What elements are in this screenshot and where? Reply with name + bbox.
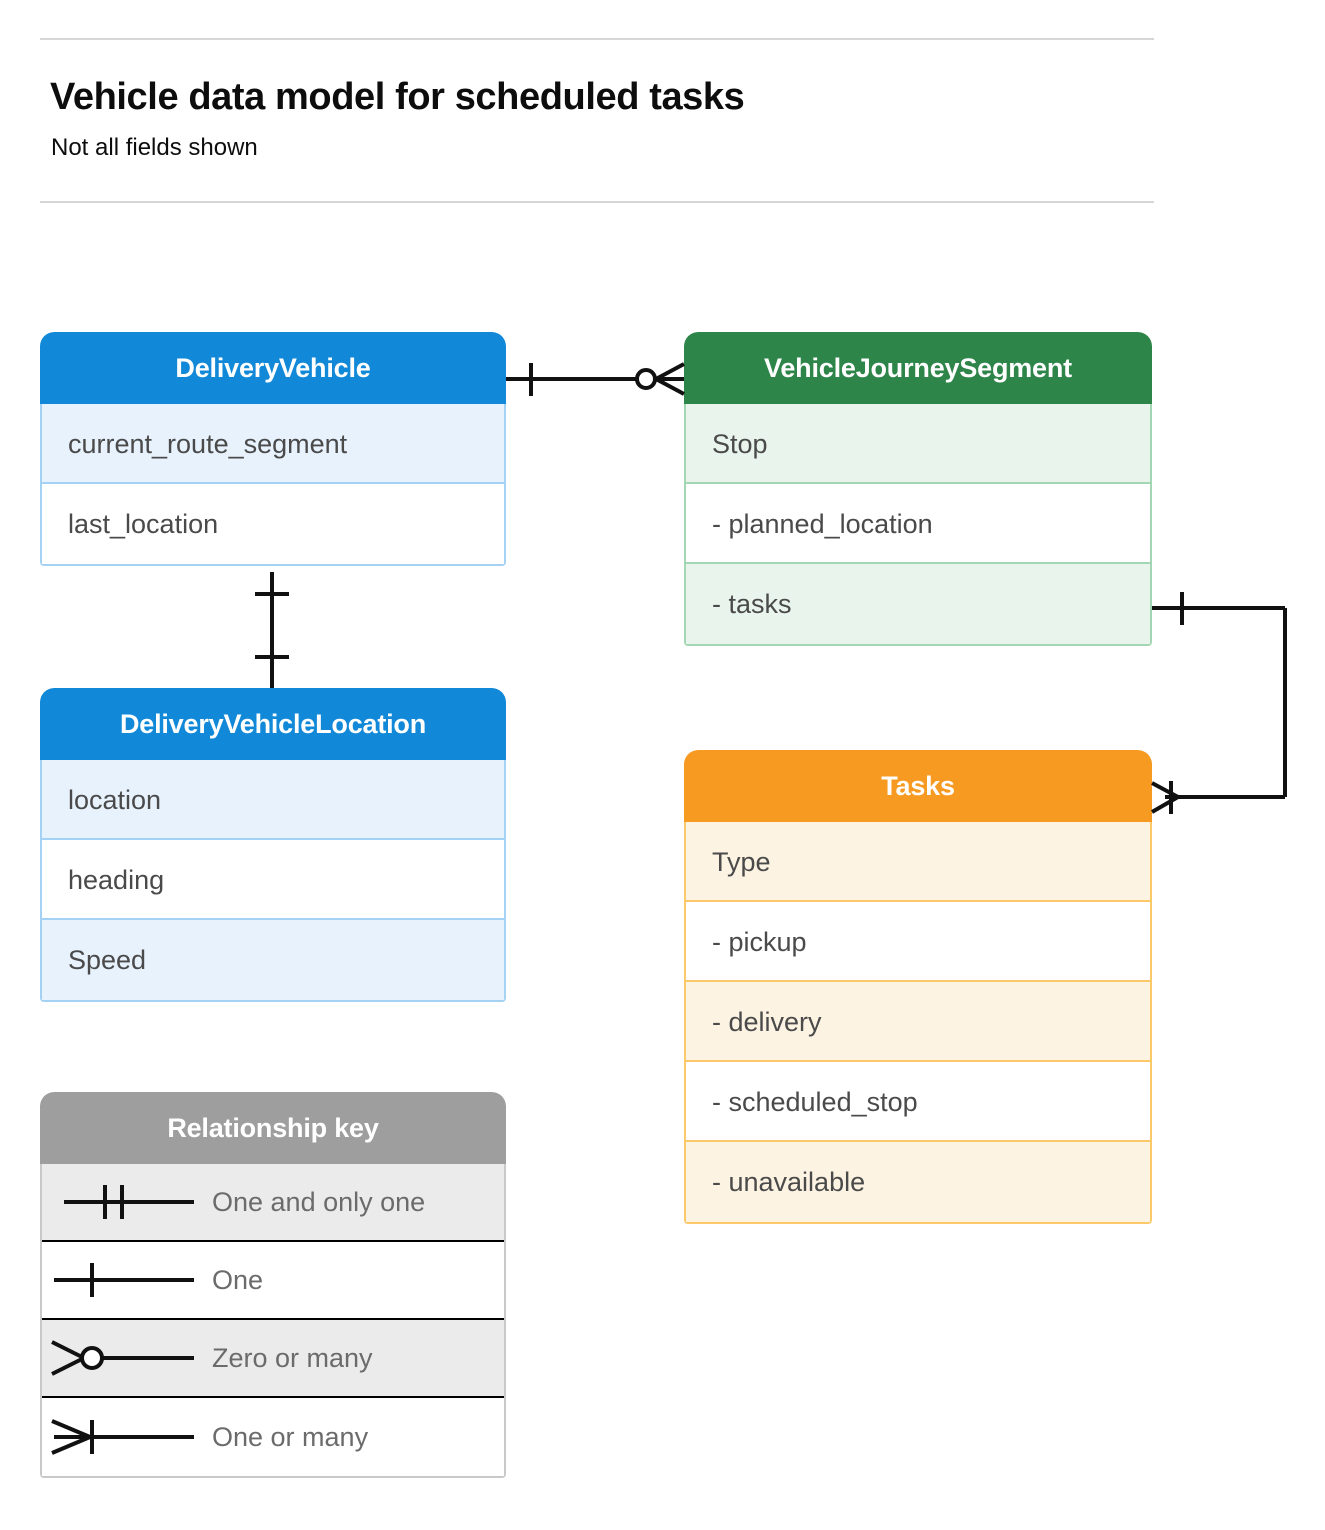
legend-item-label: Zero or many [212,1342,373,1373]
entity-field-row: Type [686,822,1150,902]
legend-title: Relationship key [40,1092,506,1164]
entity-header-delivery-vehicle-location: DeliveryVehicleLocation [40,688,506,760]
entity-field-row: Stop [686,404,1150,484]
connector-vehicle-to-journey-segment [506,362,685,396]
entity-field-row: Speed [42,920,504,1000]
page-subtitle: Not all fields shown [51,134,258,161]
entity-field-row: heading [42,840,504,920]
entity-field-row: - scheduled_stop [686,1062,1150,1142]
entity-rows-vehicle-journey-segment: Stop - planned_location - tasks [684,404,1152,646]
entity-field-row: - delivery [686,982,1150,1062]
legend-item-one-or-many: One or many [42,1398,504,1476]
entity-field-row: - unavailable [686,1142,1150,1222]
entity-header-tasks: Tasks [684,750,1152,822]
one-icon [54,1263,194,1297]
legend-item-one-and-only-one: One and only one [42,1164,504,1242]
entity-field-row: - planned_location [686,484,1150,564]
entity-field-row: current_route_segment [42,404,504,484]
legend-item-label: One [212,1264,264,1295]
entity-field-row: - tasks [686,564,1150,644]
entity-header-vehicle-journey-segment: VehicleJourneySegment [684,332,1152,404]
one-and-only-one-icon [64,1185,194,1219]
entity-field-row: last_location [42,484,504,564]
header-rule-bottom [40,201,1154,203]
entity-header-delivery-vehicle: DeliveryVehicle [40,332,506,404]
entity-rows-delivery-vehicle-location: location heading Speed [40,760,506,1002]
connector-vehicle-to-location [255,572,289,688]
entity-tasks[interactable]: Tasks Type - pickup - delivery - schedul… [684,750,1152,1224]
entity-delivery-vehicle[interactable]: DeliveryVehicle current_route_segment la… [40,332,506,566]
header-rule-top [40,38,1154,40]
legend-item-label: One and only one [212,1186,426,1217]
entity-field-row: location [42,760,504,840]
one-or-many-icon [51,1419,194,1455]
entity-delivery-vehicle-location[interactable]: DeliveryVehicleLocation location heading… [40,688,506,1002]
connector-journey-segment-tasks-to-tasks [1151,592,1287,814]
entity-vehicle-journey-segment[interactable]: VehicleJourneySegment Stop - planned_loc… [684,332,1152,646]
entity-field-row: - pickup [686,902,1150,982]
entity-rows-tasks: Type - pickup - delivery - scheduled_sto… [684,822,1152,1224]
zero-or-many-icon [51,1340,194,1376]
page-title: Vehicle data model for scheduled tasks [50,76,745,118]
legend-item-zero-or-many: Zero or many [42,1320,504,1398]
legend-rows: One and only one One Zero or many [40,1164,506,1478]
legend-item-label: One or many [212,1421,369,1452]
relationship-key-legend: Relationship key One and only one One [40,1092,506,1478]
entity-rows-delivery-vehicle: current_route_segment last_location [40,404,506,566]
legend-item-one: One [42,1242,504,1320]
